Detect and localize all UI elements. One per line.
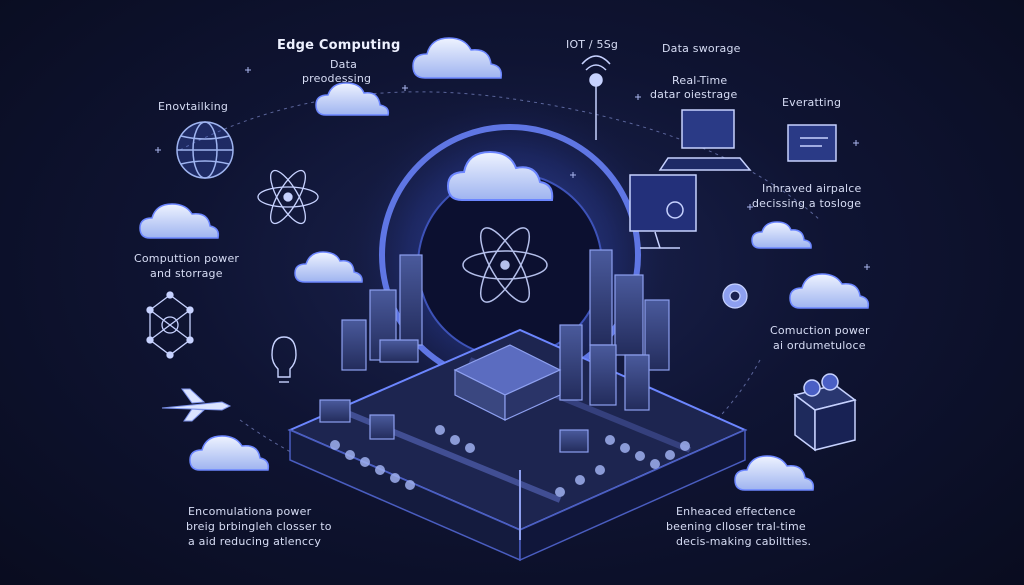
lightbulb-icon <box>271 336 297 383</box>
computation-right-label-2: ai ordumetuloce <box>773 339 866 352</box>
computation-right-label-1: Comuction power <box>770 324 870 337</box>
computation-left-label-2: and storrage <box>150 267 223 280</box>
infrared-label-2: decissing a tosloge <box>752 197 862 210</box>
gear-icon <box>722 283 748 309</box>
monitor-icon <box>787 124 837 162</box>
bottom-right-label-1: Enheaced effectence <box>676 505 796 518</box>
atom-icon <box>462 227 548 303</box>
everatting-label: Everatting <box>782 96 842 109</box>
trees <box>330 425 690 497</box>
sparkles <box>155 67 870 270</box>
cloud-icon <box>139 37 870 491</box>
edge-computing-label: Edge Computing <box>277 38 401 53</box>
data-storage-top-label: Data sworage <box>662 42 741 55</box>
display-icon <box>629 174 697 249</box>
antenna-icon <box>581 55 611 140</box>
network-icon <box>146 291 194 359</box>
realtime-label-2: datar oiestrage <box>650 88 738 101</box>
atom-icon-left <box>257 169 319 225</box>
realtime-label-1: Real-Time <box>672 74 728 87</box>
enovtailking-label: Enovtailking <box>158 100 229 113</box>
globe-icon <box>176 121 234 179</box>
infrared-label-1: Inhraved airpalce <box>762 182 862 195</box>
bottom-left-label-3: a aid reducing atlenccy <box>188 535 322 548</box>
data-processing-label-1: Data <box>330 58 358 71</box>
computation-left-label-1: Computtion power <box>134 252 240 265</box>
box-icon <box>793 373 857 452</box>
bottom-left-label-1: Encomulationa power <box>188 505 312 518</box>
iot-label: IOT / 5Sg <box>566 38 619 51</box>
bottom-right-label-2: beening clloser tral-time <box>666 520 806 533</box>
central-cloud-icon <box>446 150 554 201</box>
city-buildings <box>319 249 670 453</box>
bottom-left-label-2: breig brbingleh closser to <box>186 520 332 533</box>
airplane-icon <box>161 388 232 422</box>
laptop-icon <box>658 109 752 171</box>
bottom-right-label-3: decis-making cabiltties. <box>676 535 812 548</box>
data-processing-label-2: preodessing <box>302 72 372 85</box>
